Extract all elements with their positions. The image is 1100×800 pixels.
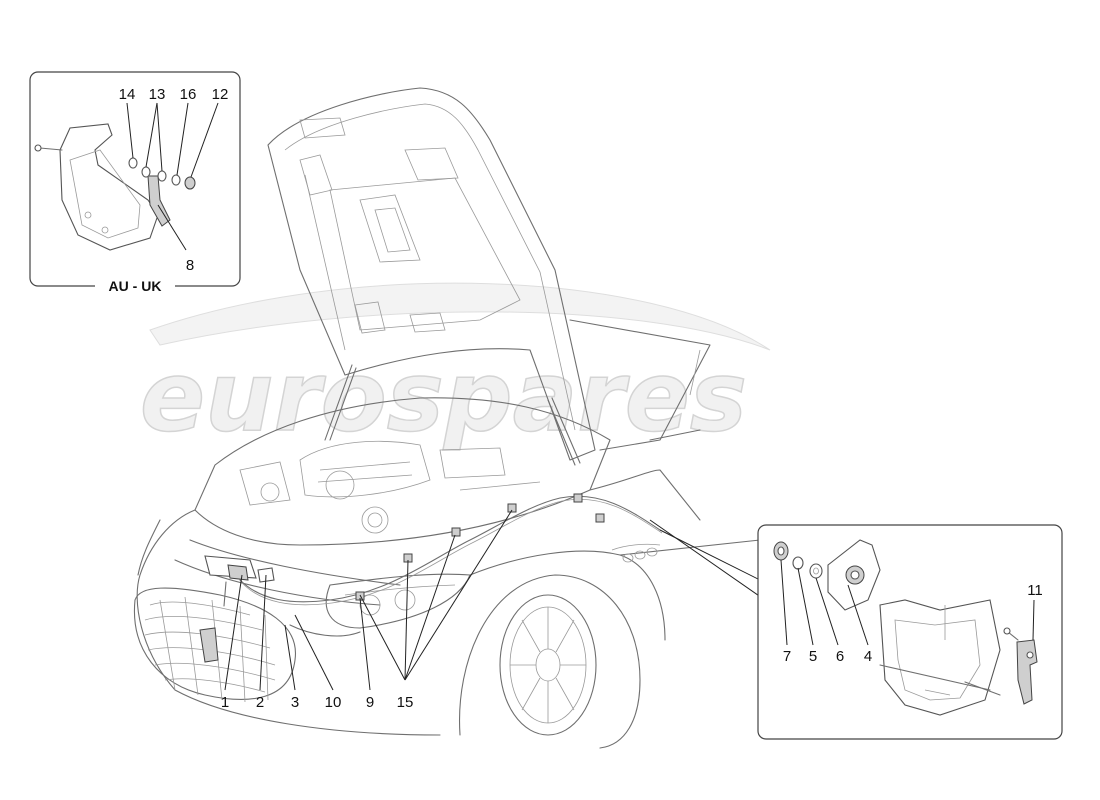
inset-callout-12: 12 — [212, 86, 229, 103]
inset-callout-13: 13 — [149, 86, 166, 103]
callout-2: 2 — [256, 694, 264, 711]
inset-callout-4: 4 — [864, 648, 872, 665]
inset-au-uk: AU - UK 14 13 16 12 8 — [29, 71, 241, 295]
engine-bay — [194, 397, 611, 546]
main-callouts: 1 2 3 10 9 15 — [221, 694, 414, 711]
bonnet-outline — [267, 87, 596, 461]
callout-15: 15 — [397, 694, 414, 711]
callout-3: 3 — [291, 694, 299, 711]
latch-parts — [773, 539, 1038, 716]
inset-callout-14: 14 — [119, 86, 136, 103]
inset-callout-6: 6 — [836, 648, 844, 665]
car-body — [133, 87, 761, 749]
callout-10: 10 — [325, 694, 342, 711]
callout-1: 1 — [221, 694, 229, 711]
inset-callout-16: 16 — [180, 86, 197, 103]
inset-au-uk-caption: AU - UK — [109, 278, 162, 294]
watermark: eurospares — [139, 282, 771, 454]
inset-callout-5: 5 — [809, 648, 817, 665]
release-cable — [239, 495, 661, 603]
inset-callout-7: 7 — [783, 648, 791, 665]
inset-latch: 7 5 6 4 11 — [757, 524, 1063, 740]
front-grille — [133, 587, 296, 700]
callout-9: 9 — [366, 694, 374, 711]
inset-callout-11: 11 — [1027, 582, 1043, 599]
watermark-text: eurospares — [140, 341, 747, 453]
inset-callout-8: 8 — [186, 257, 194, 274]
